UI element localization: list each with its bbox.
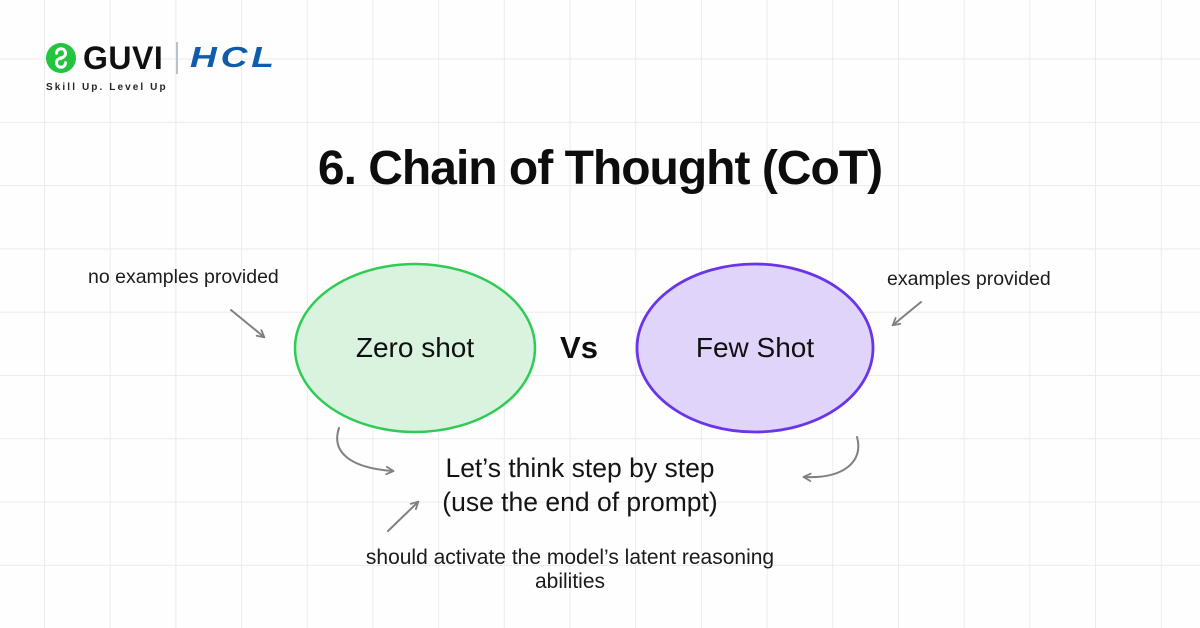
cot-phrase-line1: Let’s think step by step [445, 453, 715, 483]
brand-tagline: Skill Up. Level Up [46, 82, 168, 93]
few-shot-to-phrase-arrow [804, 436, 860, 477]
hcl-wordmark: HCL [190, 41, 279, 74]
note-to-phrase-arrow [387, 502, 418, 532]
zero-shot-ellipse [293, 262, 537, 434]
zero-shot-label: Zero shot [355, 332, 475, 363]
few-shot-ellipse [635, 262, 875, 434]
few-shot-label: Few Shot [695, 332, 815, 363]
examples-annotation: examples provided [887, 268, 1051, 290]
zero-shot-to-phrase-arrow [336, 427, 393, 471]
guvi-chain-icon [46, 43, 76, 73]
guvi-wordmark: GUVI [83, 40, 164, 76]
brand-logo: GUVI HCL Skill Up. Level Up [46, 40, 274, 93]
logo-divider [176, 42, 179, 74]
page-title: 6. Chain of Thought (CoT) [317, 142, 883, 195]
cot-phrase: Let’s think step by step (use the end of… [378, 452, 782, 519]
reasoning-note: should activate the model’s latent reaso… [365, 546, 775, 593]
versus-label: Vs [560, 330, 598, 365]
no-examples-annotation: no examples provided [88, 266, 279, 288]
examples-arrow [893, 301, 922, 325]
no-examples-arrow [230, 309, 264, 337]
cot-phrase-line2: (use the end of prompt) [442, 486, 718, 517]
